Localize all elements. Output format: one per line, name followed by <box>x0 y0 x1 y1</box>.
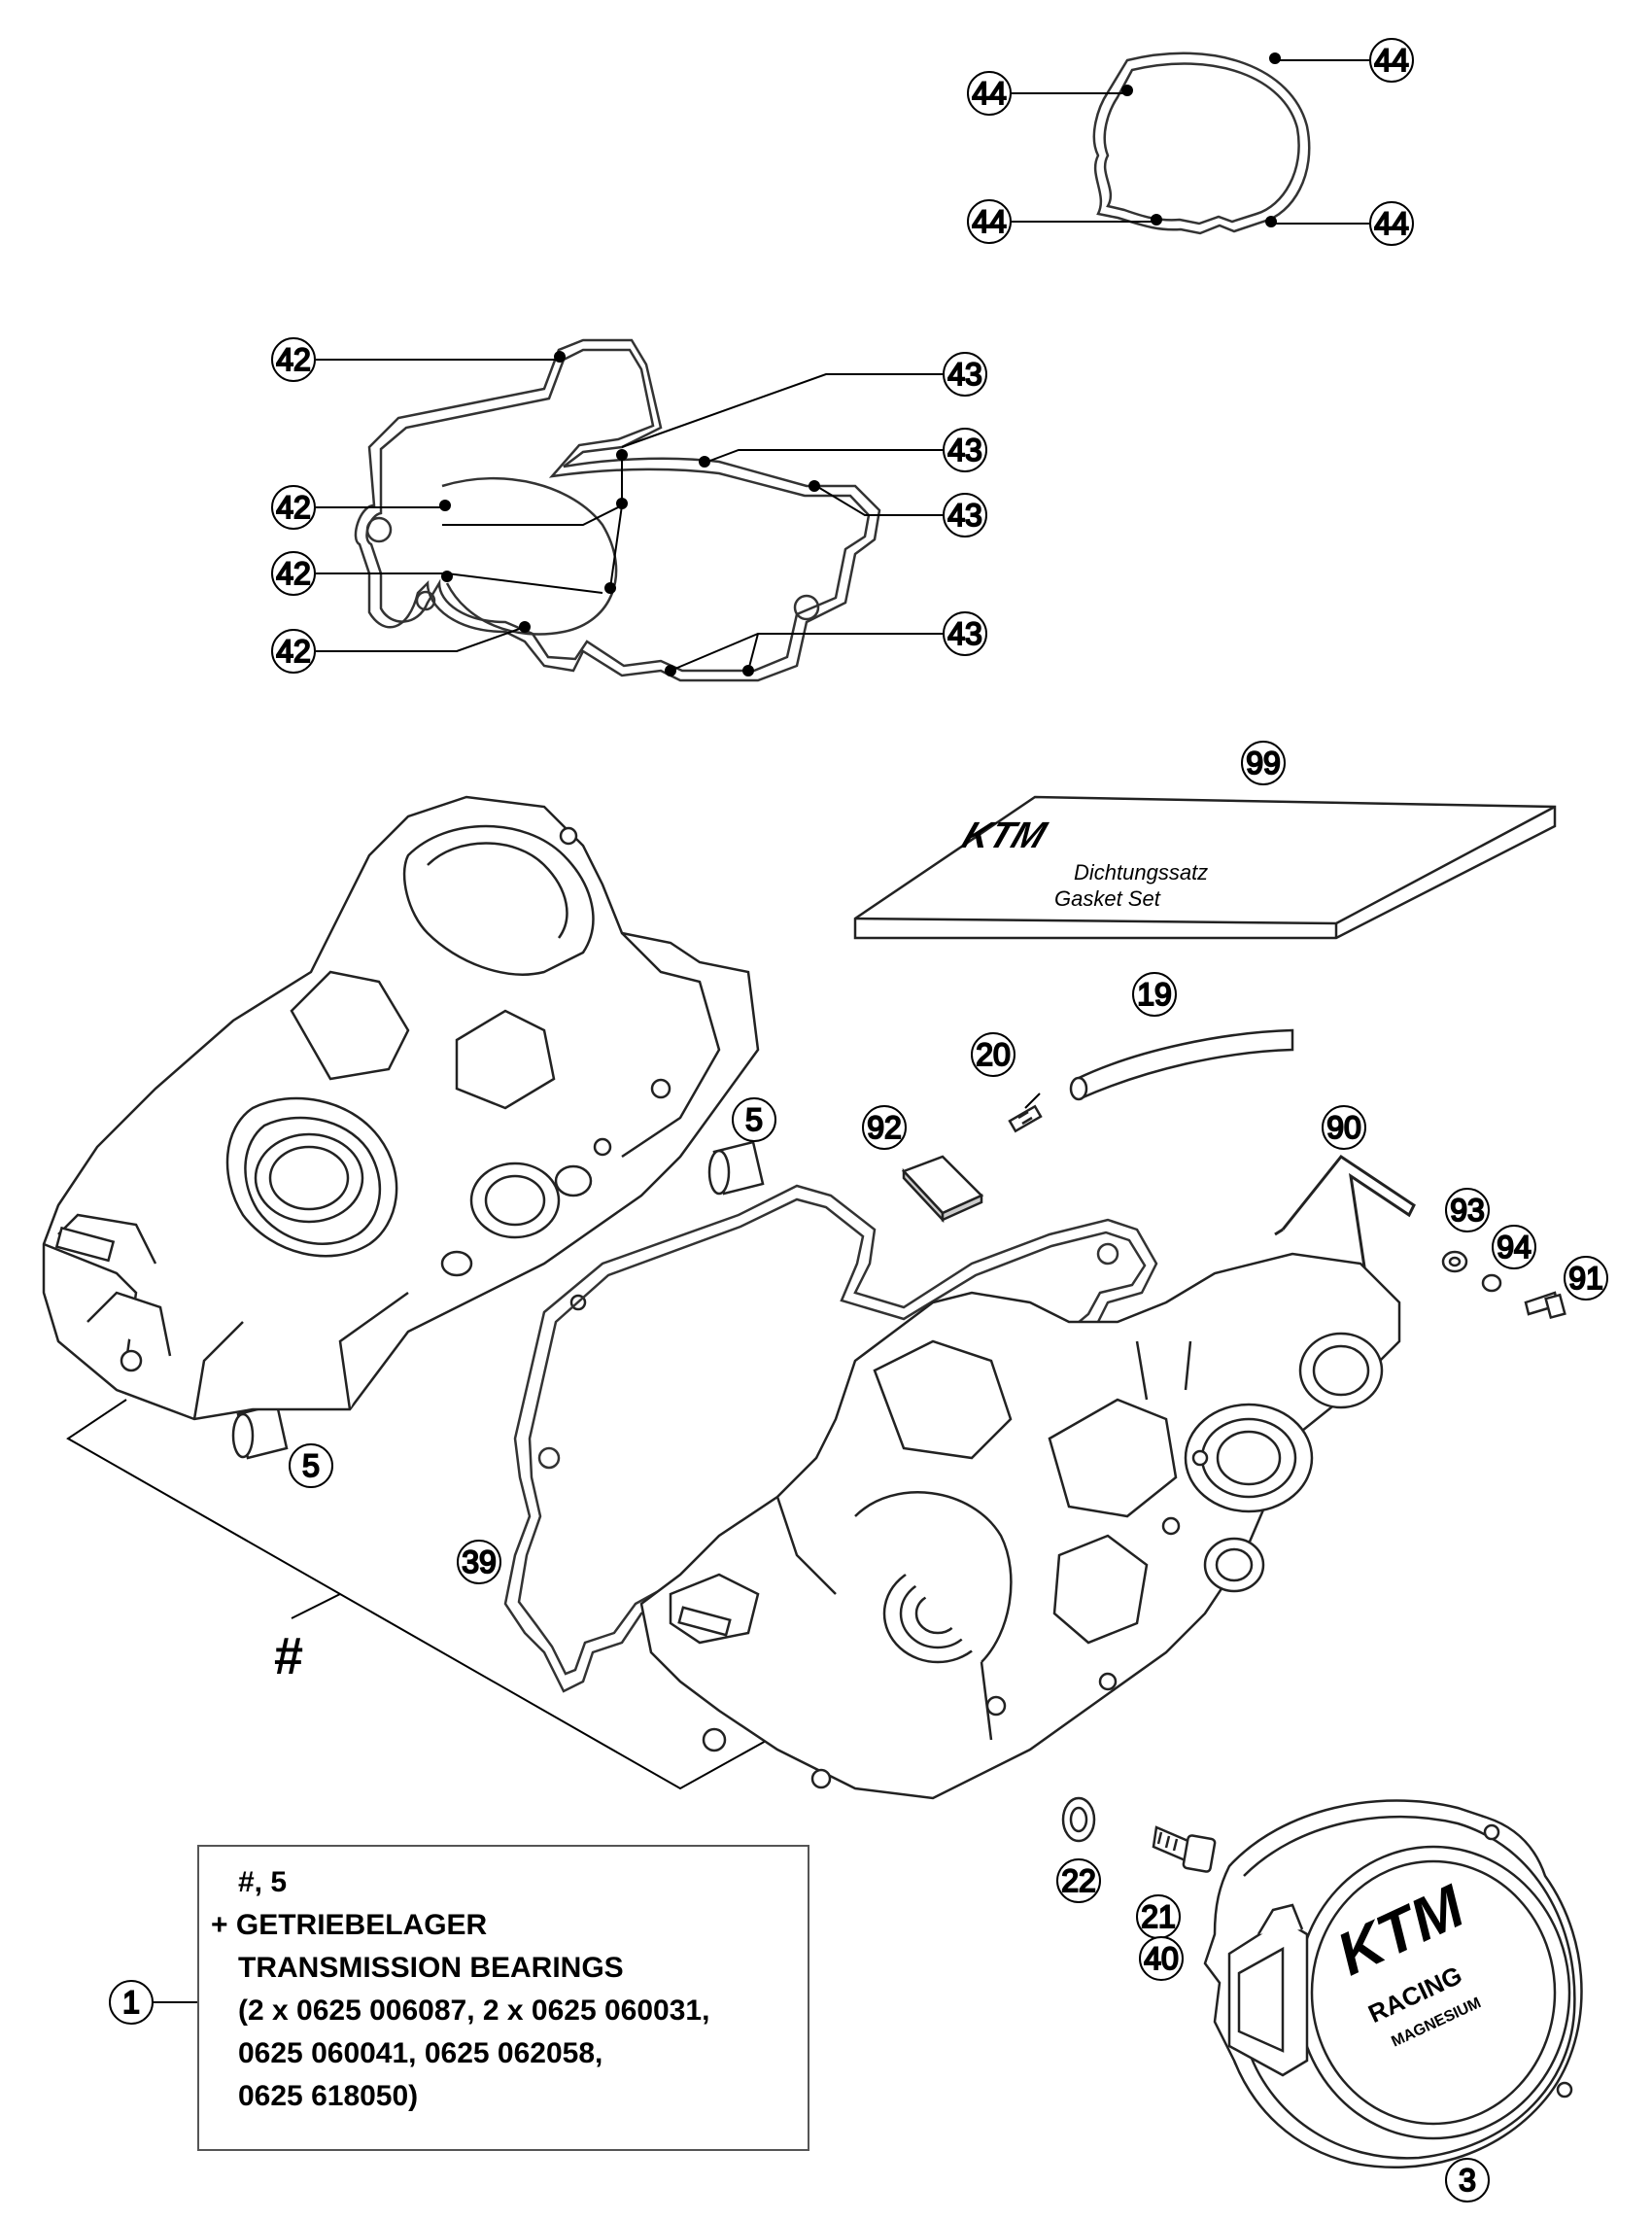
note-line-6: 0625 618050) <box>238 2080 419 2112</box>
svg-text:40: 40 <box>1144 1941 1179 1976</box>
note-line-4: (2 x 0625 006087, 2 x 0625 060031, <box>238 1995 710 2027</box>
callout-43-d: 43 <box>943 611 987 656</box>
svg-text:43: 43 <box>947 433 982 468</box>
svg-text:44: 44 <box>972 204 1007 239</box>
svg-text:90: 90 <box>1326 1110 1361 1145</box>
note-line-1: #, 5 <box>238 1866 288 1898</box>
callout-44-bottom-right: 44 <box>1369 201 1414 246</box>
drain-plug <box>1152 1825 1217 1873</box>
svg-text:19: 19 <box>1137 977 1172 1012</box>
svg-text:5: 5 <box>302 1448 320 1483</box>
callout-5-lower: 5 <box>289 1443 333 1488</box>
assembly-hash-mark: # <box>274 1627 303 1685</box>
callout-42-b: 42 <box>271 485 316 530</box>
kit-label-line2: Gasket Set <box>1054 886 1161 911</box>
note-line-5: 0625 060041, 0625 062058, <box>238 2037 603 2069</box>
gasket-44-leaders <box>1011 52 1370 227</box>
svg-text:92: 92 <box>867 1110 902 1145</box>
bushing-upper <box>707 1140 765 1196</box>
kit-contents-note: #, 5 + GETRIEBELAGER TRANSMISSION BEARIN… <box>197 1845 809 2151</box>
callouts: 44 44 44 44 42 42 42 42 43 43 43 43 99 1… <box>109 38 1608 2203</box>
svg-text:39: 39 <box>462 1544 497 1579</box>
callout-43-a: 43 <box>943 352 987 397</box>
ignition-cover <box>1203 1799 1583 2168</box>
svg-text:5: 5 <box>745 1102 763 1137</box>
gasket-kit-label: KTM Dichtungssatz Gasket Set <box>956 815 1208 911</box>
callout-21: 21 <box>1136 1894 1181 1939</box>
callout-1: 1 <box>109 1980 154 2025</box>
callout-43-c: 43 <box>943 493 987 538</box>
svg-text:94: 94 <box>1497 1230 1532 1265</box>
callout-39: 39 <box>457 1540 501 1584</box>
svg-text:42: 42 <box>276 342 311 377</box>
screw <box>1524 1291 1566 1320</box>
o-ring <box>1481 1273 1502 1293</box>
crankcase-gasket <box>354 338 881 682</box>
nipple-leader <box>1024 1093 1041 1109</box>
callout-91: 91 <box>1564 1256 1608 1301</box>
svg-text:93: 93 <box>1450 1193 1485 1228</box>
rubber-pad <box>901 1155 984 1224</box>
breather-hose <box>1069 1028 1294 1101</box>
callout-40: 40 <box>1139 1936 1184 1981</box>
svg-text:43: 43 <box>947 357 982 392</box>
note-line-3: TRANSMISSION BEARINGS <box>238 1952 624 1984</box>
callout-92: 92 <box>862 1105 907 1150</box>
callout-3: 3 <box>1445 2158 1490 2203</box>
svg-text:99: 99 <box>1246 746 1281 780</box>
svg-text:42: 42 <box>276 556 311 591</box>
callout-43-b: 43 <box>943 428 987 472</box>
sealing-washer <box>1061 1796 1096 1843</box>
svg-text:21: 21 <box>1141 1899 1176 1934</box>
washer <box>1441 1250 1468 1273</box>
callout-42-d: 42 <box>271 629 316 674</box>
svg-text:91: 91 <box>1568 1261 1603 1296</box>
svg-text:22: 22 <box>1061 1863 1096 1898</box>
hose-nipple <box>1008 1104 1043 1133</box>
svg-text:20: 20 <box>976 1037 1011 1072</box>
callout-90: 90 <box>1322 1105 1366 1150</box>
note-line-2: + GETRIEBELAGER <box>211 1909 488 1941</box>
callout-93: 93 <box>1445 1188 1490 1232</box>
gasket-42-43-leaders <box>316 351 943 676</box>
callout-20: 20 <box>971 1032 1015 1077</box>
svg-text:43: 43 <box>947 616 982 651</box>
left-crankcase-half <box>42 795 760 1421</box>
svg-text:1: 1 <box>122 1985 140 2020</box>
svg-text:44: 44 <box>1374 43 1409 78</box>
callout-5-upper: 5 <box>732 1097 776 1142</box>
svg-text:44: 44 <box>972 76 1007 111</box>
bushing-lower <box>231 1403 289 1460</box>
callout-22: 22 <box>1056 1858 1101 1903</box>
callout-42-a: 42 <box>271 337 316 382</box>
gasket-kit-package <box>853 795 1557 940</box>
callout-44-bottom-left: 44 <box>967 199 1012 244</box>
svg-text:42: 42 <box>276 634 311 669</box>
svg-text:43: 43 <box>947 498 982 533</box>
svg-text:44: 44 <box>1374 206 1409 241</box>
assembly-bracket <box>66 1399 769 1790</box>
callout-42-c: 42 <box>271 551 316 596</box>
svg-text:3: 3 <box>1459 2163 1476 2198</box>
callout-99: 99 <box>1241 741 1286 785</box>
kit-brand-logo: KTM <box>956 815 1052 856</box>
callout-44-top-left: 44 <box>967 71 1012 116</box>
callout-44-top-right: 44 <box>1369 38 1414 83</box>
svg-text:42: 42 <box>276 490 311 525</box>
ignition-cover-gasket <box>1092 52 1311 235</box>
kit-label-line1: Dichtungssatz <box>1074 860 1208 885</box>
right-crankcase-half <box>639 1252 1401 1800</box>
callout-94: 94 <box>1492 1225 1536 1269</box>
callout-19: 19 <box>1132 972 1177 1017</box>
